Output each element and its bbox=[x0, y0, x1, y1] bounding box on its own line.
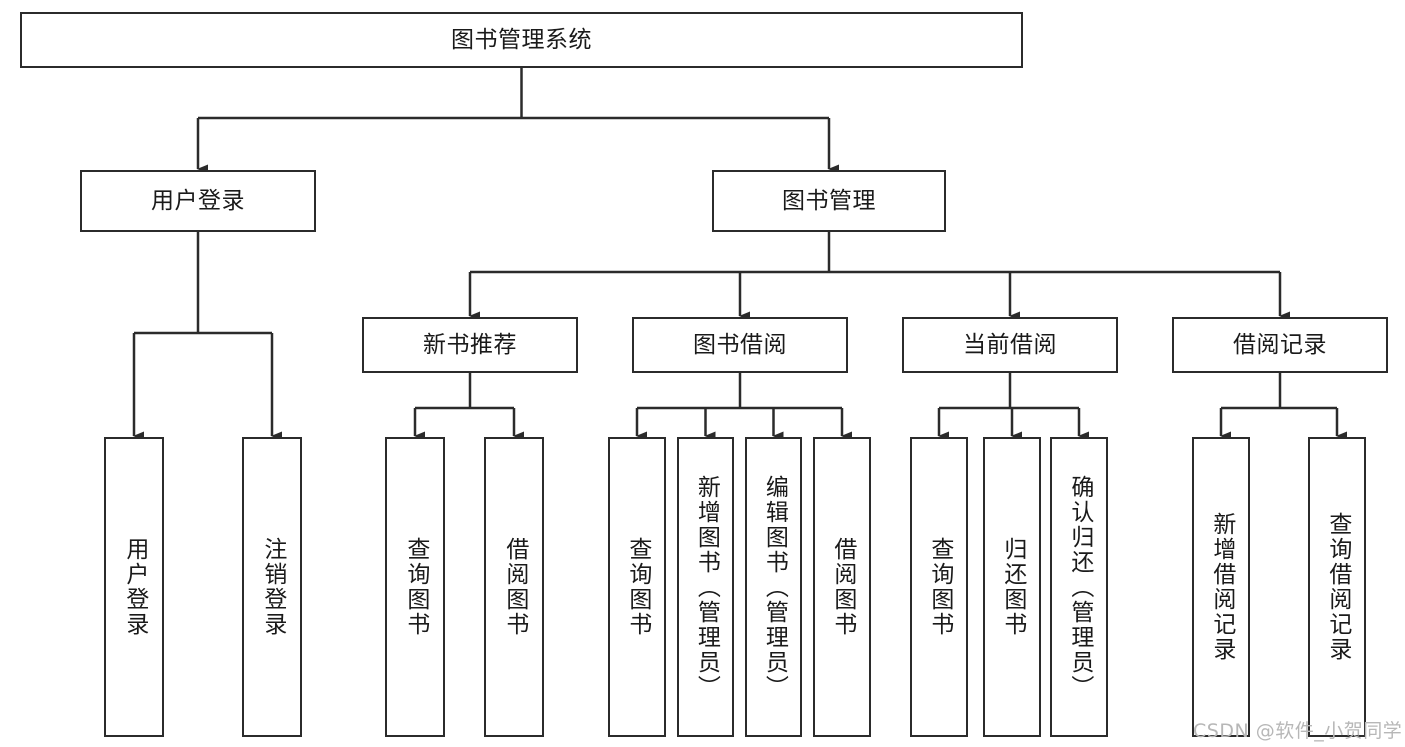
node-label: 图书借阅 bbox=[693, 331, 787, 358]
node-label: 用户登录 bbox=[151, 187, 245, 214]
node-leaf-cb-query[interactable]: 查询图书 bbox=[910, 437, 968, 737]
node-label: 新增借阅记录 bbox=[1208, 512, 1235, 662]
node-label: 查询借阅记录 bbox=[1324, 512, 1351, 662]
node-label: 图书管理 bbox=[782, 187, 876, 214]
node-leaf-bb-query[interactable]: 查询图书 bbox=[608, 437, 666, 737]
node-book-manage[interactable]: 图书管理 bbox=[712, 170, 946, 232]
node-book-borrow[interactable]: 图书借阅 bbox=[632, 317, 848, 373]
node-current-borrow[interactable]: 当前借阅 bbox=[902, 317, 1118, 373]
node-label: 新增图书（管理员） bbox=[693, 474, 720, 700]
node-label: 查询图书 bbox=[402, 537, 429, 637]
node-label: 用户登录 bbox=[121, 537, 148, 637]
node-leaf-logout[interactable]: 注销登录 bbox=[242, 437, 302, 737]
node-label: 当前借阅 bbox=[963, 331, 1057, 358]
node-label: 新书推荐 bbox=[423, 331, 517, 358]
node-leaf-nbr-query[interactable]: 查询图书 bbox=[385, 437, 445, 737]
node-label: 查询图书 bbox=[926, 537, 953, 637]
node-label: 查询图书 bbox=[624, 537, 651, 637]
node-leaf-br-add[interactable]: 新增借阅记录 bbox=[1192, 437, 1250, 737]
node-label: 借阅图书 bbox=[501, 537, 528, 637]
node-leaf-br-query[interactable]: 查询借阅记录 bbox=[1308, 437, 1366, 737]
node-leaf-bb-edit[interactable]: 编辑图书（管理员） bbox=[745, 437, 802, 737]
node-leaf-user-login[interactable]: 用户登录 bbox=[104, 437, 164, 737]
node-root[interactable]: 图书管理系统 bbox=[20, 12, 1023, 68]
node-label: 借阅记录 bbox=[1233, 331, 1327, 358]
node-borrow-record[interactable]: 借阅记录 bbox=[1172, 317, 1388, 373]
csdn-watermark: CSDN @软件_小贺同学 bbox=[1193, 720, 1403, 742]
node-leaf-bb-add[interactable]: 新增图书（管理员） bbox=[677, 437, 734, 737]
node-label: 图书管理系统 bbox=[451, 26, 592, 53]
node-new-book-rec[interactable]: 新书推荐 bbox=[362, 317, 578, 373]
node-leaf-cb-confirm[interactable]: 确认归还（管理员） bbox=[1050, 437, 1108, 737]
node-label: 归还图书 bbox=[999, 537, 1026, 637]
node-label: 编辑图书（管理员） bbox=[761, 474, 788, 700]
node-leaf-bb-borrow[interactable]: 借阅图书 bbox=[813, 437, 871, 737]
node-label: 注销登录 bbox=[259, 537, 286, 637]
node-label: 借阅图书 bbox=[829, 537, 856, 637]
node-leaf-nbr-borrow[interactable]: 借阅图书 bbox=[484, 437, 544, 737]
node-user-login[interactable]: 用户登录 bbox=[80, 170, 316, 232]
node-leaf-cb-return[interactable]: 归还图书 bbox=[983, 437, 1041, 737]
node-label: 确认归还（管理员） bbox=[1066, 474, 1093, 700]
